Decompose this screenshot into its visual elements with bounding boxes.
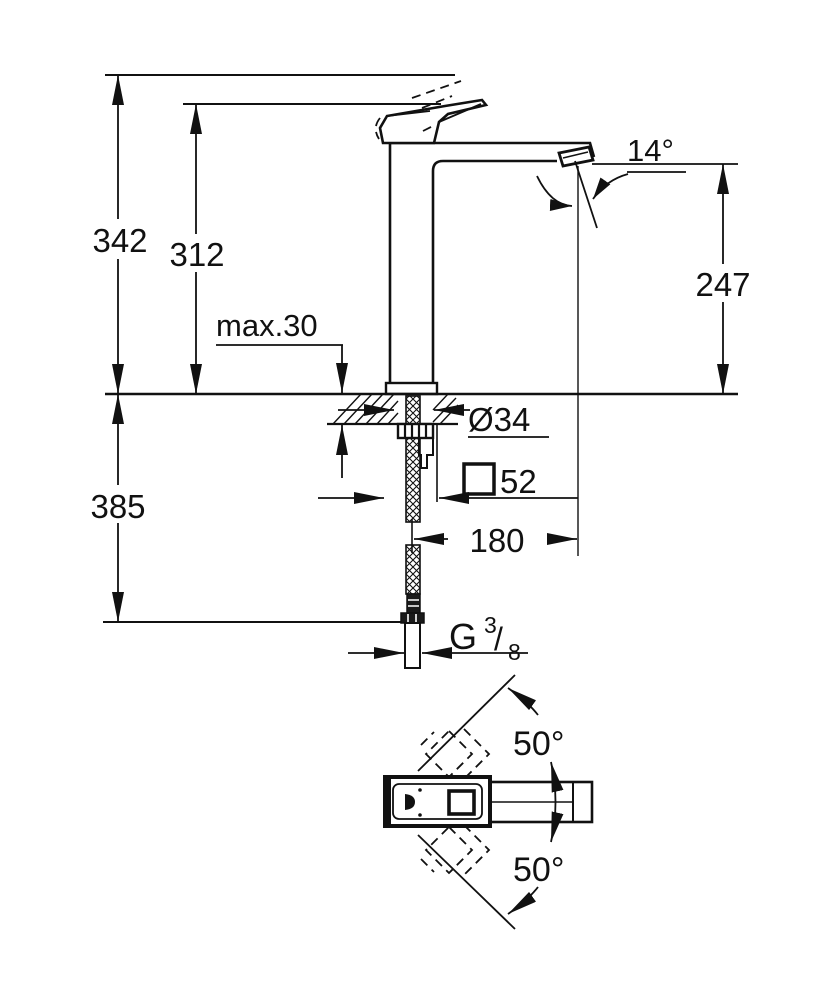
dim-spout-angle: 14°: [536, 133, 686, 211]
handle-ghost-lower: [424, 825, 474, 875]
hatch-stroke: [439, 404, 459, 425]
handle-rotated-positions: [420, 728, 491, 876]
dim-text-mask: [85, 219, 153, 259]
hatch-stroke: [343, 393, 373, 425]
dim-385: 385: [84, 394, 154, 622]
hatch-stroke: [376, 400, 399, 425]
handle-plan: [383, 775, 492, 828]
thread-denominator: 8: [508, 639, 521, 665]
swing-arc-stub-upper: [507, 687, 539, 716]
square-symbol: [462, 462, 496, 496]
hatch-stroke: [387, 412, 399, 425]
stream-angle-line: [574, 160, 598, 229]
angle-leader-left: [536, 175, 573, 211]
mounting-locknut: [396, 422, 435, 440]
cartridge-square: [447, 789, 476, 816]
handle-ghost-lower-outer: [463, 824, 491, 876]
angle-leader-right: [592, 173, 629, 200]
thread-numerator: 3: [484, 612, 497, 638]
dim-text-mask: [163, 234, 231, 272]
lever-handle: [378, 98, 489, 145]
faucet-body: [374, 80, 596, 396]
front-view: 342 312 385 max.30 Ø34: [84, 74, 757, 669]
dim-14-label: 14°: [627, 133, 674, 168]
dim-247-label: 247: [695, 266, 750, 303]
connection-pipe: [404, 622, 421, 669]
dim-180-label: 180: [469, 522, 524, 559]
dim-thread: G 3 / 8: [348, 612, 528, 665]
thread-g-label: G: [449, 616, 477, 657]
connection-nut-slots: [407, 614, 417, 622]
hatch-stroke: [354, 393, 384, 425]
ghost-stroke: [411, 80, 462, 99]
handle-ghost-upper-outer: [463, 728, 491, 780]
dim-outlet-height: 247: [592, 163, 757, 394]
hose-connector-detail: [408, 599, 419, 607]
dim-312: 312: [163, 104, 231, 394]
dim-342: 342: [85, 75, 153, 394]
counter-section: [327, 393, 459, 426]
dim-max30-label: max.30: [216, 308, 318, 343]
dim-342-label: 342: [92, 222, 147, 259]
handle-ghost-lower-edge: [420, 858, 435, 873]
ghost-stroke: [422, 125, 434, 132]
supply-hose-assembly: [396, 395, 435, 669]
dim-385-label: 385: [90, 488, 145, 525]
dim-o34-label: Ø34: [468, 401, 530, 438]
dim-50-upper-label: 50°: [513, 725, 564, 763]
handle-ghost-upper-edge: [420, 731, 435, 746]
top-view: 50° 50°: [383, 674, 594, 930]
dim-base-square: 52: [318, 424, 578, 504]
body-outline: [388, 141, 596, 383]
hatch-stroke: [332, 393, 362, 425]
locknut-slots: [403, 424, 428, 438]
base-flange: [384, 381, 439, 396]
dim-reach-180: 180: [411, 519, 577, 559]
dim-50-lower-label: 50°: [513, 851, 564, 889]
body-inner-outline: [431, 159, 557, 383]
dim-text-mask: [84, 485, 154, 523]
threaded-hose-upper: [405, 395, 421, 523]
swing-arc-middle: [550, 761, 564, 843]
swing-line-lower: [417, 834, 516, 930]
threaded-hose-lower: [405, 544, 421, 595]
lever-raised-ghost: [374, 80, 462, 140]
swing-arc-stub-lower: [507, 886, 539, 915]
handle-plan-inner: [392, 783, 483, 820]
dim-text-mask: [689, 264, 757, 302]
dim-swing-angles: 50° 50°: [417, 674, 564, 930]
handle-end-cap: [386, 779, 391, 824]
dim-max30: max.30: [216, 308, 348, 478]
dim-52-label: 52: [500, 463, 537, 500]
dim-312-label: 312: [169, 236, 224, 273]
swing-line-upper: [417, 674, 516, 772]
handle-logo-mark: [405, 794, 415, 810]
connection-nut: [400, 612, 425, 624]
handle-ghost-upper: [424, 729, 474, 779]
aerator: [557, 145, 595, 168]
handle-dot: [418, 788, 422, 792]
dim-hole-diameter: Ø34: [338, 401, 549, 438]
hatch-stroke: [432, 393, 449, 411]
ghost-stroke: [374, 117, 381, 140]
aerator-detail: [562, 151, 589, 159]
handle-dot: [418, 813, 422, 817]
lever-handle-detail: [386, 103, 482, 123]
ghost-stroke: [421, 95, 453, 109]
thread-slash: /: [494, 621, 503, 657]
second-hose-stub: [418, 437, 434, 469]
hose-connector: [406, 593, 421, 614]
